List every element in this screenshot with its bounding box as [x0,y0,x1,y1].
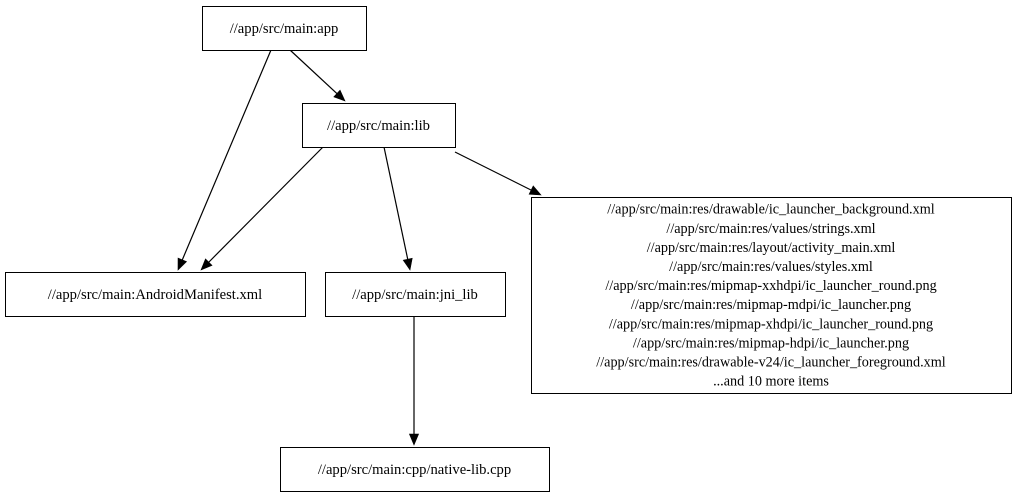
node-label: //app/src/main:lib [327,118,430,134]
graph-edge-lib-to-res [454,151,542,196]
node-box[interactable] [201,5,368,52]
edge-line [180,49,272,262]
graph-node-native_lib[interactable]: //app/src/main:cpp/native-lib.cpp [279,446,551,493]
node-label-line: //app/src/main:jni_lib [352,287,478,303]
node-label: //app/src/main:cpp/native-lib.cpp [318,462,511,478]
node-label-line: //app/src/main:res/layout/activity_main.… [647,240,896,256]
node-label-line: //app/src/main:res/drawable-v24/ic_launc… [596,354,946,370]
graph-node-jni_lib[interactable]: //app/src/main:jni_lib [324,271,507,318]
edge-arrowhead-icon [528,185,542,196]
node-label-line: //app/src/main:cpp/native-lib.cpp [318,462,511,478]
edge-line [454,151,534,192]
edge-line [289,49,339,96]
node-box[interactable] [301,102,457,149]
node-label-line: //app/src/main:res/values/strings.xml [666,221,875,237]
node-label-line: //app/src/main:AndroidManifest.xml [48,287,262,303]
node-label-line: //app/src/main:res/values/styles.xml [669,259,873,275]
node-label-line: //app/src/main:res/mipmap-hdpi/ic_launch… [633,335,909,351]
graph-node-res[interactable]: //app/src/main:res/drawable/ic_launcher_… [530,196,1013,395]
edge-arrowhead-icon [177,257,188,271]
node-label-line: //app/src/main:res/mipmap-xhdpi/ic_launc… [609,316,933,332]
node-label: //app/src/main:app [230,21,339,37]
edge-arrowhead-icon [333,89,346,102]
graph-edge-lib-to-manifest [200,146,324,271]
node-label-line: //app/src/main:res/mipmap-xxhdpi/ic_laun… [605,278,936,294]
node-label-line: //app/src/main:res/drawable/ic_launcher_… [607,202,934,218]
graph-edge-lib-to-jni-lib [383,146,413,271]
node-box[interactable] [279,446,551,493]
node-label-line: //app/src/main:res/mipmap-mdpi/ic_launch… [631,297,911,313]
edge-arrowhead-icon [200,258,213,271]
graph-edge-jni-lib-to-native [408,316,420,446]
graph-node-app[interactable]: //app/src/main:app [201,5,368,52]
graph-node-manifest[interactable]: //app/src/main:AndroidManifest.xml [4,271,307,318]
edge-line [383,146,409,262]
node-box[interactable] [4,271,307,318]
node-label: //app/src/main:AndroidManifest.xml [48,287,262,303]
node-label-line: //app/src/main:lib [327,118,430,134]
graph-edge-app-to-lib [289,49,346,102]
edge-arrowhead-icon [402,257,413,271]
edge-arrowhead-icon [408,433,420,446]
node-label-line: ...and 10 more items [713,374,829,390]
node-label: //app/src/main:jni_lib [352,287,478,303]
graph-node-lib[interactable]: //app/src/main:lib [301,102,457,149]
node-box[interactable] [324,271,507,318]
node-label: //app/src/main:res/drawable/ic_launcher_… [596,202,946,390]
edge-line [206,146,324,265]
edges-layer [177,49,542,446]
graph-edge-app-to-manifest [177,49,272,271]
node-box[interactable] [530,196,1013,395]
node-label-line: //app/src/main:app [230,21,339,37]
nodes-layer: //app/src/main:app //app/src/main:lib //ap… [4,5,1013,493]
